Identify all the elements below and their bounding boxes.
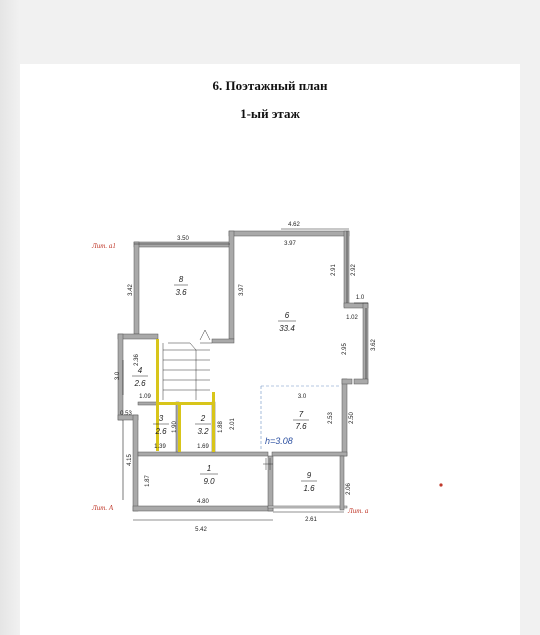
document-page: [20, 64, 520, 635]
floor-title: 1-ый этаж: [240, 106, 300, 121]
stairs: [162, 329, 212, 400]
dim-30-left: 3.0: [115, 371, 121, 380]
page-title: 6. Поэтажный план: [212, 78, 328, 93]
dim-188: 1.88: [218, 421, 224, 433]
room-1-num: 1: [207, 464, 211, 473]
height-label: h=3.08: [265, 436, 293, 446]
dim-30-right: 3.0: [298, 394, 307, 400]
dim-253: 2.53: [328, 412, 334, 424]
room-8-num: 8: [179, 275, 184, 284]
room-4-area: 2.6: [133, 379, 146, 388]
dim-462: 4.62: [288, 222, 300, 228]
dim-206: 2.06: [346, 483, 352, 495]
dim-397-top: 3.97: [284, 241, 296, 247]
dim-480: 4.80: [197, 499, 209, 505]
red-dot: [439, 483, 443, 487]
dim-10: 1.0: [356, 295, 365, 301]
room-2-area: 3.2: [197, 427, 209, 436]
dim-261: 2.61: [305, 517, 317, 523]
dim-397-side: 3.97: [239, 284, 245, 296]
dim-187: 1.87: [145, 475, 151, 487]
room-7-area: 7.6: [295, 422, 307, 431]
room-8-area: 3.6: [175, 288, 187, 297]
room7-zone: [260, 385, 340, 450]
dim-169: 1.69: [197, 444, 209, 450]
dim-190: 1.90: [172, 421, 178, 433]
dim-236: 2.36: [134, 354, 140, 366]
room-1-area: 9.0: [203, 477, 215, 486]
dim-350: 3.50: [177, 236, 189, 242]
room-3-num: 3: [159, 414, 164, 423]
stair-walls: [156, 339, 215, 452]
dim-250: 2.50: [349, 412, 355, 424]
dim-109: 1.09: [139, 394, 151, 400]
lit-a-label: Лит. а: [347, 507, 369, 515]
room-9-area: 1.6: [303, 484, 315, 493]
lit-a1-label: Лит. а1: [91, 242, 116, 250]
room-labels: 8 3.6 6 33.4 4 2.6 3 2.6 2 3.2 7 7.6 1 9…: [132, 275, 317, 493]
lit-A-label: Лит. А: [91, 504, 114, 512]
dim-295: 2.95: [342, 343, 348, 355]
dimension-lines: [122, 228, 368, 521]
dim-201: 2.01: [230, 418, 236, 430]
room-6-num: 6: [285, 311, 290, 320]
room-9-num: 9: [307, 471, 312, 480]
dim-342: 3.42: [128, 284, 134, 296]
dimension-labels: 4.62 3.97 3.50 3.42 3.97 2.91 2.92 1.0 1…: [115, 222, 377, 533]
dim-292: 2.92: [351, 264, 357, 276]
literal-labels: Лит. а1 Лит. А Лит. а: [91, 242, 369, 515]
doors: [263, 458, 273, 470]
dim-415: 4.15: [127, 454, 133, 466]
dim-362: 3.62: [371, 339, 377, 351]
dim-542: 5.42: [195, 527, 207, 533]
room-6-area: 33.4: [279, 324, 295, 333]
room-2-num: 2: [200, 414, 206, 423]
dim-291: 2.91: [331, 264, 337, 276]
room-4-num: 4: [138, 366, 143, 375]
room-7-num: 7: [299, 410, 304, 419]
dim-053: 0.53: [120, 411, 132, 417]
room-3-area: 2.6: [154, 427, 167, 436]
dim-139: 1.39: [154, 444, 166, 450]
page-shadow: [0, 0, 20, 635]
walls: [117, 230, 369, 512]
dim-102: 1.02: [346, 315, 358, 321]
